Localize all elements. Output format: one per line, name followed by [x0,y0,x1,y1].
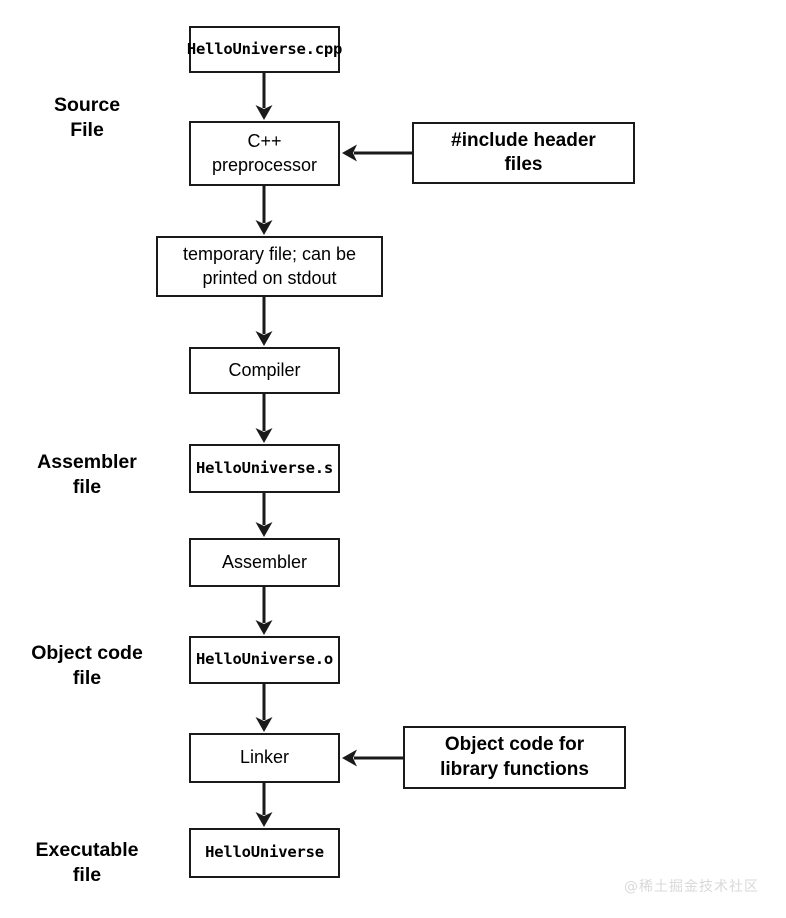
node-executable[interactable]: HelloUniverse [189,828,340,878]
node-label: Assembler [221,551,308,572]
arrow-linker-to-executable-head [255,812,273,827]
arrow-compiler-to-assembly-head [255,428,273,443]
arrow-assembly-to-assembler-head [255,522,273,537]
arrow-object-to-linker-head [255,717,273,732]
watermark: @稀土掘金技术社区 [624,879,759,895]
node-label: Linker [239,747,290,768]
arrow-headers-to-preprocessor-head [342,144,357,162]
node-preprocessor[interactable]: C++ preprocessor [189,121,340,186]
node-include-headers[interactable]: #include header files [412,122,635,184]
node-temporary-file[interactable]: temporary file; can be printed on stdout [156,236,383,297]
node-object-o[interactable]: HelloUniverse.o [189,636,340,684]
node-label: Compiler [228,359,301,380]
stage-label-object-code-file: Object code file [31,642,143,690]
node-assembly-s[interactable]: HelloUniverse.s [189,444,340,493]
node-label: #include header files [451,129,596,175]
node-compiler[interactable]: Compiler [189,347,340,394]
stage-label-source-file: Source File [53,94,121,142]
node-linker[interactable]: Linker [189,733,340,783]
node-label: HelloUniverse.o [196,650,333,669]
node-source-cpp[interactable]: HelloUniverse.cpp [186,26,343,73]
node-label: HelloUniverse.s [196,458,333,477]
arrow-temp-to-compiler-head [255,331,273,346]
arrow-preprocessor-to-temp-head [255,220,273,235]
node-assembler[interactable]: Assembler [189,538,340,587]
arrow-library-to-linker-head [342,749,357,767]
node-label: HelloUniverse.cpp [186,39,343,58]
node-label: Object code for library functions [440,734,589,780]
stage-label-executable-file: Executable file [35,839,139,887]
node-label: temporary file; can be printed on stdout [182,244,357,288]
node-label: HelloUniverse [205,843,324,862]
node-library-object[interactable]: Object code for library functions [403,726,626,789]
arrow-assembler-to-object-head [255,620,273,635]
stage-label-assembler-file: Assembler file [37,451,137,499]
node-label: C++ preprocessor [211,131,318,175]
arrow-source-to-preprocessor-head [255,105,273,120]
